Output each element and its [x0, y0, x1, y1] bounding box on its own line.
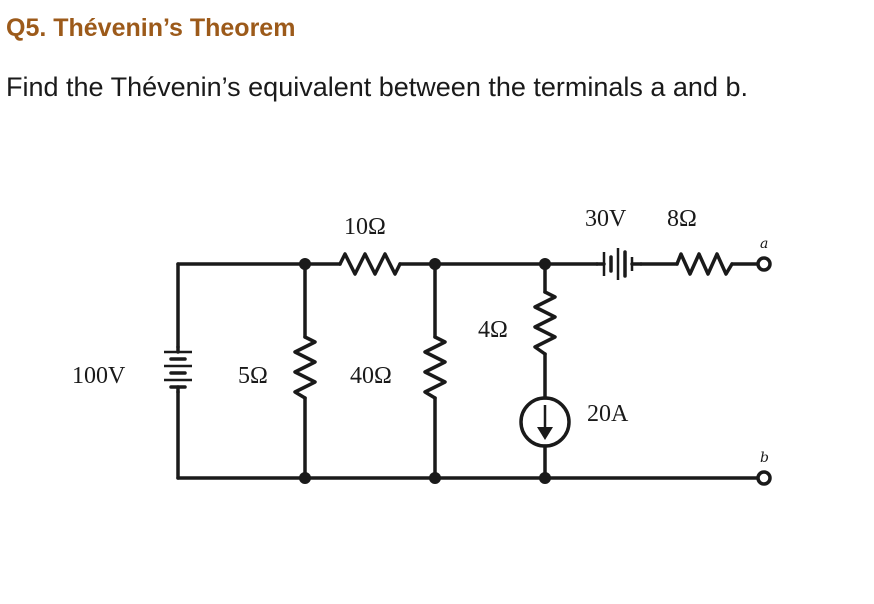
label-terminal-a: a	[760, 236, 768, 252]
resistor-10-ohm	[338, 252, 402, 276]
resistor-5-ohm	[293, 335, 317, 400]
label-8-ohm: 8Ω	[667, 206, 697, 232]
current-source-20a	[519, 396, 571, 448]
label-30v: 30V	[585, 206, 627, 232]
label-40-ohm: 40Ω	[350, 363, 392, 389]
resistor-8-ohm	[675, 252, 734, 276]
terminal-b-node	[756, 470, 772, 486]
node-bottom-1	[299, 472, 311, 484]
label-20a: 20A	[587, 401, 629, 427]
question-title: Q5. Thévenin’s Theorem	[6, 14, 296, 42]
wires	[176, 262, 759, 480]
label-100v: 100V	[72, 363, 126, 389]
resistor-4-ohm	[533, 290, 557, 356]
label-4-ohm: 4Ω	[478, 317, 508, 343]
question-text: Find the Thévenin’s equivalent between t…	[6, 72, 748, 102]
battery-30v	[595, 248, 643, 280]
label-5-ohm: 5Ω	[238, 363, 268, 389]
node-bottom-3	[539, 472, 551, 484]
node-top-1	[299, 258, 311, 270]
junction-nodes	[299, 258, 551, 484]
label-terminal-b: b	[760, 450, 769, 466]
terminal-a-node	[756, 256, 772, 272]
battery-100v	[164, 345, 192, 394]
node-bottom-2	[429, 472, 441, 484]
node-top-2	[429, 258, 441, 270]
node-top-3	[539, 258, 551, 270]
label-10-ohm: 10Ω	[344, 214, 386, 240]
resistor-40-ohm	[423, 335, 447, 400]
